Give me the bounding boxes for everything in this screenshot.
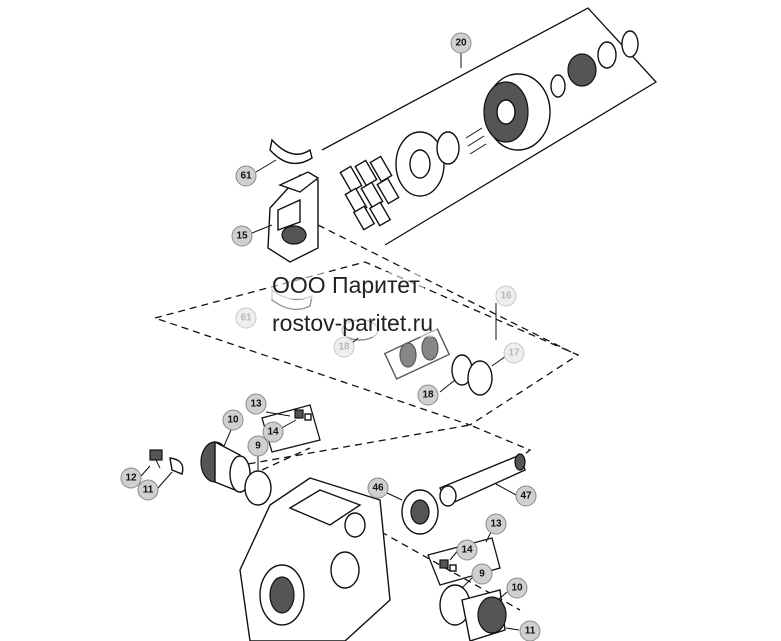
svg-text:16: 16	[500, 291, 512, 302]
callout-12: 12	[120, 467, 142, 489]
svg-text:10: 10	[511, 583, 523, 594]
callout-47: 47	[515, 485, 537, 507]
plug-14a	[294, 409, 312, 421]
callout-16: 16	[495, 285, 517, 307]
pins	[465, 127, 487, 155]
svg-text:61: 61	[240, 313, 252, 324]
cylinder-barrel	[483, 73, 551, 151]
svg-text:18: 18	[338, 342, 350, 353]
retaining-ring-17	[467, 360, 493, 396]
svg-text:17: 17	[508, 348, 520, 359]
o-ring-9a	[244, 470, 272, 506]
clip-11a	[169, 457, 184, 475]
svg-text:10: 10	[227, 415, 239, 426]
bearing-cup-right	[461, 589, 507, 641]
callout-14-upper: 14	[262, 421, 284, 443]
callout-10-lower: 10	[506, 577, 528, 599]
pump-housing	[239, 477, 391, 641]
callout-61-upper: 61	[235, 165, 257, 187]
callout-13-upper: 13	[245, 393, 267, 415]
spring-assembly	[550, 30, 639, 98]
callout-15: 15	[231, 225, 253, 247]
svg-text:47: 47	[520, 491, 532, 502]
bearing-cup-left	[200, 440, 251, 494]
watermark-company-name: ООО Паритет	[268, 272, 424, 299]
valve-plate	[395, 131, 445, 197]
lower-assembly-outline	[224, 424, 532, 491]
svg-text:46: 46	[372, 483, 384, 494]
svg-text:11: 11	[143, 485, 154, 496]
svg-text:9: 9	[255, 441, 261, 452]
swash-piston-assembly	[383, 328, 451, 380]
callout-18-upper: 18	[333, 336, 355, 358]
svg-text:61: 61	[240, 171, 252, 182]
piston-set	[339, 155, 400, 231]
axis-line-left	[261, 447, 311, 471]
screw-12	[149, 449, 163, 469]
svg-text:12: 12	[125, 473, 137, 484]
svg-text:18: 18	[422, 390, 434, 401]
swash-plate	[267, 171, 320, 263]
callout-61-lower: 61	[235, 307, 257, 329]
svg-text:15: 15	[236, 231, 248, 242]
bearing-shell-upper	[269, 138, 313, 165]
retainer-ring	[436, 131, 460, 165]
svg-text:13: 13	[250, 399, 262, 410]
svg-text:14: 14	[267, 427, 279, 438]
watermark-website: rostov-paritet.ru	[268, 310, 438, 337]
bearing-46	[401, 489, 439, 535]
svg-text:14: 14	[461, 545, 473, 556]
callout-10-left: 10	[222, 409, 244, 431]
svg-text:9: 9	[479, 569, 485, 580]
callout-13-lower: 13	[485, 513, 507, 535]
callout-18-lower: 18	[417, 384, 439, 406]
callout-9-lower: 9	[471, 563, 493, 585]
svg-text:20: 20	[455, 38, 467, 49]
callout-20: 20	[450, 32, 472, 54]
drive-shaft-47	[439, 453, 526, 507]
svg-text:11: 11	[525, 626, 536, 637]
callout-11-lower: 11	[519, 620, 541, 641]
callout-46: 46	[367, 477, 389, 499]
callout-9-left: 9	[247, 435, 269, 457]
callout-17: 17	[503, 342, 525, 364]
plug-14b	[439, 559, 457, 572]
callout-14-lower: 14	[456, 539, 478, 561]
svg-text:13: 13	[490, 519, 502, 530]
axis-line-lower	[359, 519, 521, 611]
callout-11-left: 11	[137, 479, 159, 501]
